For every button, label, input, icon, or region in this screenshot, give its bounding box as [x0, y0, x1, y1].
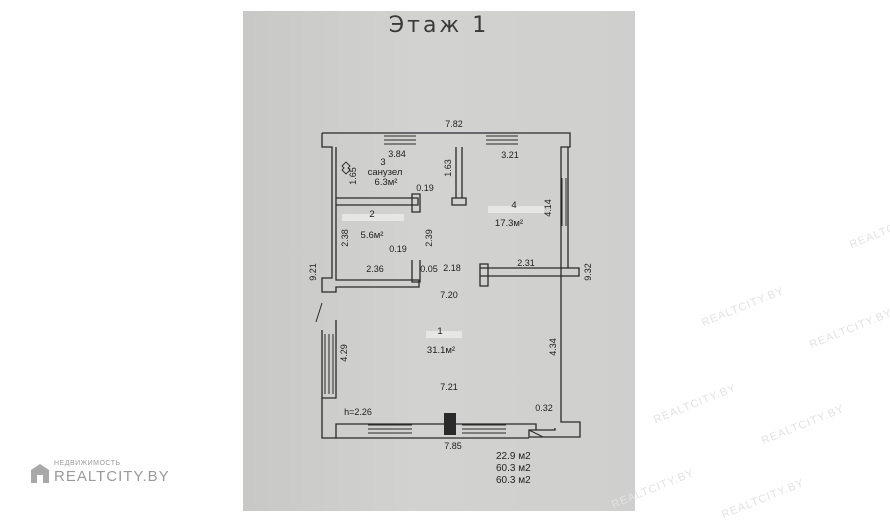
area-total-3: 60.3 м2: [496, 475, 531, 486]
brand-caption: НЕДВИЖИМОСТЬ: [54, 460, 121, 467]
window-bottom-right: [462, 424, 506, 434]
room-4-label: 4 17.3м²: [495, 200, 523, 229]
room-3-area: 6.3м²: [375, 177, 398, 188]
room-1-label: 1 31.1м²: [427, 326, 455, 356]
dim-top-right: 3.21: [501, 150, 519, 160]
brand-name: REALTCITY.BY: [54, 468, 170, 485]
dim-corridor-gap: 0.05: [420, 264, 438, 274]
partition-bath-stub: [411, 193, 421, 213]
wall-outline: [321, 133, 420, 293]
window-top-left: [384, 135, 416, 145]
dim-left-overall: 9.21: [308, 263, 318, 281]
room-1-area: 31.1м²: [427, 345, 455, 356]
dim-corridor-width: 2.18: [443, 263, 461, 273]
dim-room4-lower: 2.31: [517, 258, 535, 268]
dim-top-overall: 7.82: [445, 119, 463, 129]
plan-sheet: [243, 11, 635, 511]
area-total-2: 60.3 м2: [496, 463, 531, 474]
house-logo-icon: [31, 464, 49, 483]
dim-ceiling-height: h=2.26: [344, 407, 372, 417]
room-2-label: 2 5.6м²: [361, 209, 384, 241]
room-3-number: 3: [380, 157, 385, 168]
window-bottom-left: [368, 424, 412, 434]
wall-right-inner: [567, 147, 580, 277]
wall-top: [322, 132, 581, 438]
partition-room4: [479, 263, 568, 287]
floor-title: Этаж 1: [388, 13, 490, 38]
dim-partition-stub: 1.63: [443, 159, 453, 177]
partition-bath: [336, 197, 419, 206]
room-2-area: 5.6м²: [361, 230, 384, 241]
room-2-number: 2: [369, 209, 374, 220]
door-left: [315, 302, 323, 323]
wall-left-lower: [321, 320, 337, 399]
dim-corridor-height: 2.39: [424, 229, 434, 247]
dim-bath-height: 1.65: [348, 167, 358, 185]
toilet-icon: [341, 161, 351, 175]
window-left: [324, 334, 334, 394]
dim-step: 0.32: [535, 403, 553, 413]
window-top-right: [486, 135, 518, 145]
room-3-name: санузел: [368, 167, 403, 178]
partition-corridor: [411, 260, 421, 283]
dim-room2-width: 2.36: [366, 264, 384, 274]
dim-top-left: 3.84: [388, 149, 406, 159]
dim-bath-thick: 0.19: [416, 183, 434, 193]
area-totals: 22.9 м2 60.3 м2 60.3 м2: [496, 451, 556, 487]
dim-right-overall: 9.32: [583, 263, 593, 281]
dim-corridor-thick: 0.19: [389, 244, 407, 254]
room2-label-bg: [342, 214, 404, 221]
dim-room1-upper: 7.20: [440, 290, 458, 300]
door-bottom: [528, 429, 544, 438]
room-3-label: 3 санузел 6.3м²: [368, 157, 403, 188]
room4-label-bg: [488, 206, 544, 213]
dim-bottom-overall: 7.85: [444, 441, 462, 451]
room-1-number: 1: [437, 326, 442, 337]
dim-right-upper: 4.14: [543, 199, 553, 217]
room1-label-bg: [426, 331, 462, 338]
room-4-area: 17.3м²: [495, 218, 523, 229]
wall-bottom-pier: [444, 413, 456, 435]
dim-room1-lower: 7.21: [440, 382, 458, 392]
area-total-1: 22.9 м2: [496, 451, 531, 462]
wall-bottom: [321, 398, 537, 439]
dim-room1-left: 4.29: [339, 344, 349, 362]
partition-center-stub: [451, 147, 467, 206]
room-4-number: 4: [511, 200, 516, 211]
dim-room1-right: 4.34: [548, 338, 558, 356]
dim-room2-height: 2.38: [340, 229, 350, 247]
window-right: [561, 178, 567, 226]
